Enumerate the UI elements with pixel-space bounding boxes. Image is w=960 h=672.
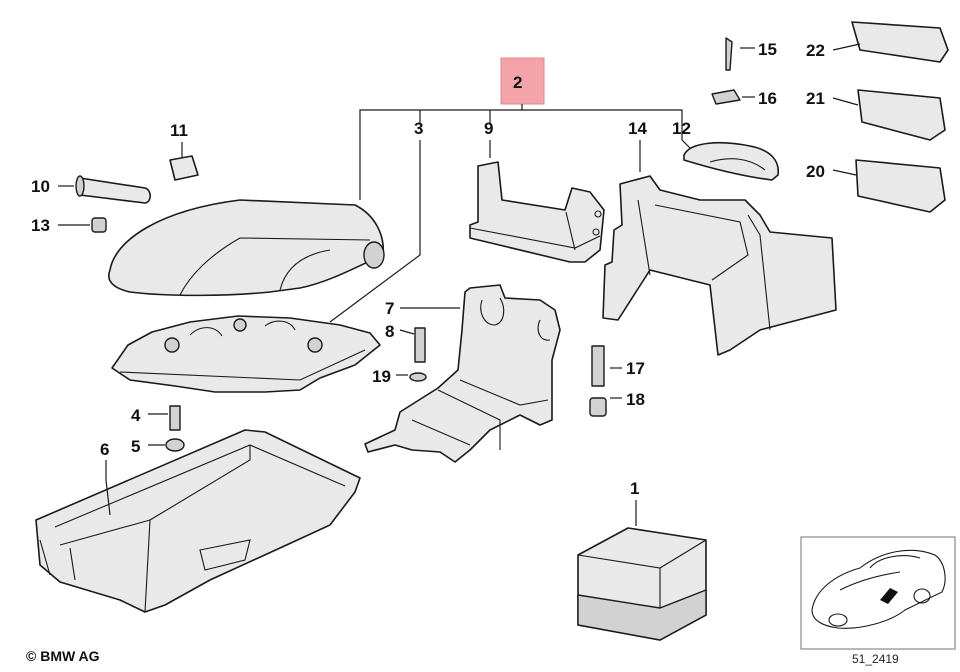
copyright-text: © BMW AG xyxy=(26,648,100,664)
label-13: 13 xyxy=(31,216,50,235)
label-4: 4 xyxy=(131,406,141,425)
bracket-2 xyxy=(359,104,683,200)
part-small-fasteners xyxy=(75,21,949,452)
label-3: 3 xyxy=(414,119,423,138)
label-7: 7 xyxy=(385,299,394,318)
part-armrest-cover xyxy=(108,199,385,297)
part-small-cover xyxy=(683,141,779,181)
part-base-plate xyxy=(111,315,381,393)
leader-lines xyxy=(58,43,861,526)
label-1: 1 xyxy=(630,479,639,498)
label-12: 12 xyxy=(672,119,691,138)
label-11: 11 xyxy=(170,121,188,140)
label-15: 15 xyxy=(758,40,777,59)
label-22: 22 xyxy=(806,41,825,60)
part-housing-frame xyxy=(602,175,837,356)
part-tray xyxy=(35,429,361,613)
label-10: 10 xyxy=(31,177,50,196)
label-5: 5 xyxy=(131,437,140,456)
highlight-box-2 xyxy=(500,57,545,105)
label-20: 20 xyxy=(806,162,825,181)
label-9: 9 xyxy=(484,119,493,138)
car-thumbnail xyxy=(800,536,956,650)
part-mounting-bracket xyxy=(364,284,561,463)
label-21: 21 xyxy=(806,89,825,108)
label-16: 16 xyxy=(758,89,777,108)
label-17: 17 xyxy=(626,359,645,378)
part-hinge-bracket xyxy=(469,161,605,263)
label-18: 18 xyxy=(626,390,645,409)
label-14: 14 xyxy=(628,119,647,138)
part-box xyxy=(577,527,707,641)
reference-number: 51_2419 xyxy=(852,652,899,666)
label-19: 19 xyxy=(372,367,391,386)
label-2: 2 xyxy=(513,73,522,92)
label-6: 6 xyxy=(100,440,109,459)
label-8: 8 xyxy=(385,322,394,341)
